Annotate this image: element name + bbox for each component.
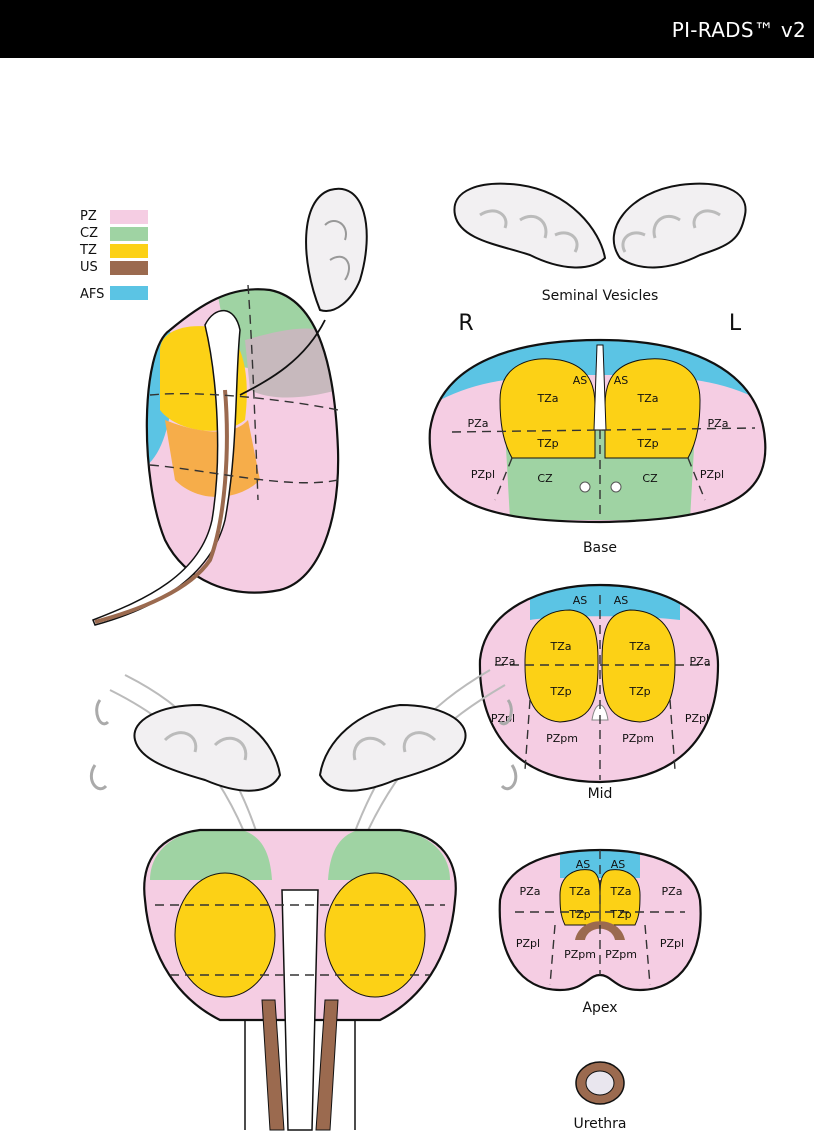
legend-label: US (80, 260, 98, 275)
caption-base: Base (583, 540, 617, 556)
legend-item-us: US (80, 260, 148, 275)
label-pza: PZa (708, 417, 729, 430)
label-pza: PZa (468, 417, 489, 430)
orientation-left: L (729, 311, 742, 336)
label-cz: CZ (642, 472, 658, 485)
coronal-view (91, 670, 515, 1130)
base-ejaculatory-duct-left (611, 482, 621, 492)
label-pzpl: PZpl (700, 468, 724, 481)
label-pzpm: PZpm (605, 948, 637, 961)
label-as: AS (614, 374, 629, 387)
label-tzp: TZp (628, 685, 650, 698)
base-ejaculatory-duct-right (580, 482, 590, 492)
label-pza: PZa (520, 885, 541, 898)
label-pzpl: PZpl (471, 468, 495, 481)
legend-label: TZ (79, 243, 97, 258)
urethra-lumen (586, 1071, 614, 1095)
label-pza: PZa (690, 655, 711, 668)
label-tza: TZa (629, 640, 651, 653)
legend-swatch (110, 286, 148, 300)
mid-section: AS AS TZa TZa TZp TZp PZa PZa PZpl PZpl … (470, 580, 730, 802)
legend-item-cz: CZ (80, 226, 148, 241)
label-tza: TZa (610, 885, 632, 898)
label-as: AS (611, 858, 626, 871)
label-tzp: TZp (609, 908, 631, 921)
label-cz: CZ (537, 472, 553, 485)
sagittal-seminal-vesicle (306, 189, 367, 311)
label-tza: TZa (637, 392, 659, 405)
legend-item-afs: AFS (80, 286, 148, 302)
seminal-vesicles-view: Seminal Vesicles (454, 184, 745, 304)
legend-item-pz: PZ (80, 209, 148, 224)
coronal-urethra (282, 890, 318, 1130)
legend-label: PZ (80, 209, 97, 224)
label-as: AS (576, 858, 591, 871)
label-pzpm: PZpm (546, 732, 578, 745)
label-tzp: TZp (536, 437, 558, 450)
caption-apex: Apex (582, 1000, 617, 1016)
caption-mid: Mid (588, 786, 613, 802)
label-tza: TZa (550, 640, 572, 653)
label-tza: TZa (569, 885, 591, 898)
coronal-tz-left (325, 873, 425, 997)
coronal-seminal-vesicle-left (320, 705, 466, 791)
legend-item-tz: TZ (79, 243, 148, 258)
label-tzp: TZp (636, 437, 658, 450)
caption-urethra: Urethra (573, 1116, 626, 1132)
label-pza: PZa (662, 885, 683, 898)
legend-swatch (110, 227, 148, 241)
mid-tz-right (525, 610, 598, 722)
legend-swatch (110, 261, 148, 275)
legend-swatch (110, 210, 148, 224)
urethra-section: Urethra (573, 1062, 626, 1132)
label-pzpm: PZpm (564, 948, 596, 961)
label-as: AS (573, 374, 588, 387)
caption-seminal-vesicles: Seminal Vesicles (542, 288, 659, 304)
label-pzpm: PZpm (622, 732, 654, 745)
label-as: AS (614, 594, 629, 607)
mid-tz-left (602, 610, 675, 722)
label-pzpl: PZpl (516, 937, 540, 950)
legend: PZ CZ TZ US AFS (79, 209, 148, 302)
seminal-vesicle-left (614, 184, 746, 268)
label-tzp: TZp (568, 908, 590, 921)
label-pza: PZa (495, 655, 516, 668)
coronal-seminal-vesicle-right (134, 705, 280, 791)
coronal-tz-right (175, 873, 275, 997)
label-pzpl: PZpl (660, 937, 684, 950)
label-as: AS (573, 594, 588, 607)
seminal-vesicle-right (454, 184, 605, 268)
label-pzpl: PZpl (685, 712, 709, 725)
label-tzp: TZp (549, 685, 571, 698)
legend-label: CZ (80, 226, 98, 241)
base-section: AS AS TZa TZa TZp TZp PZa PZa PZpl PZpl … (420, 335, 780, 556)
label-tza: TZa (537, 392, 559, 405)
legend-label: AFS (80, 287, 104, 302)
apex-section: AS AS TZa TZa TZp TZp PZa PZa PZpl PZpl … (490, 845, 710, 1016)
legend-swatch (110, 244, 148, 258)
orientation-right: R (458, 311, 473, 336)
